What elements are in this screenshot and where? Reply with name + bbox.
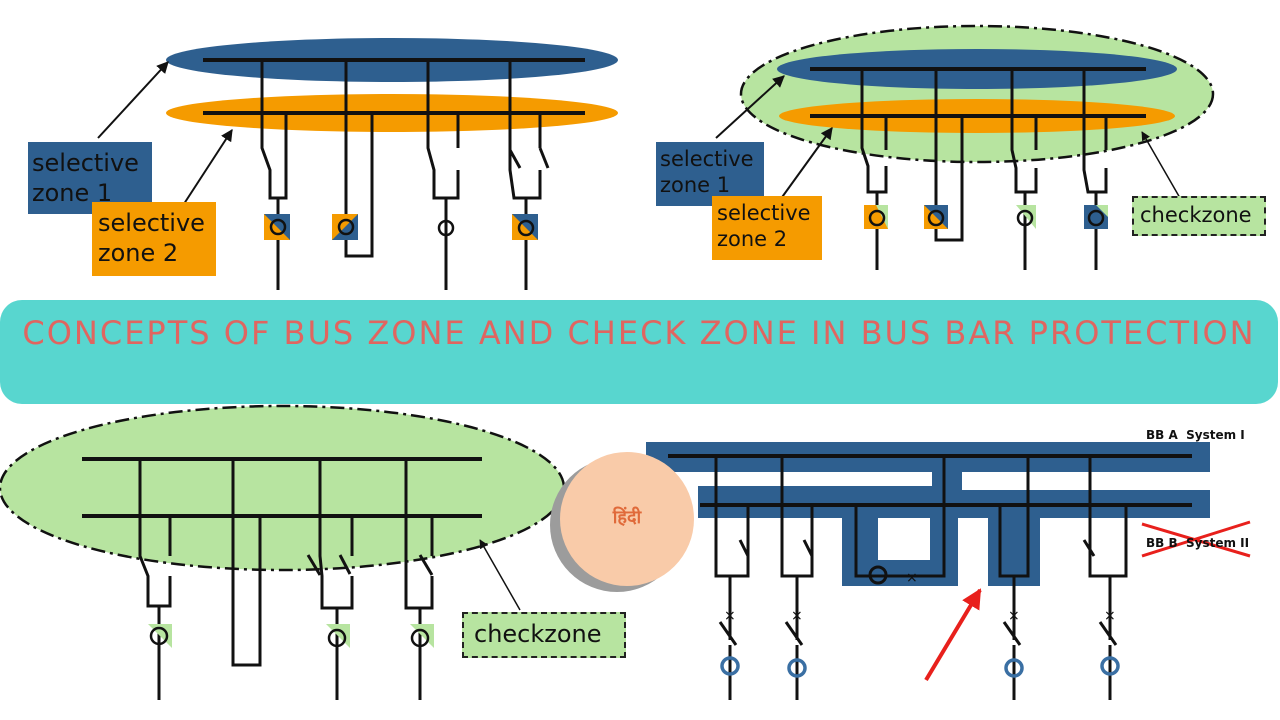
panel-top-right [715,24,1215,270]
strike-cross [1141,520,1251,558]
svg-text:×: × [906,570,918,586]
selective-zone-1-label-tr: selective zone 1 [656,142,764,206]
svg-text:×: × [1008,608,1020,624]
title-banner [0,300,1278,404]
bb-a-label: BB A System I [1146,428,1245,442]
checkzone-label-tr: checkzone [1132,196,1266,236]
bus-zone-blue-shape [646,442,1210,586]
arrow-zone2 [179,128,233,211]
bay-lines [260,60,550,290]
selective-zone-2-label: selective zone 2 [92,202,216,276]
bb-b-label: BB B System II [1146,536,1250,550]
checkzone-label-bl: checkzone [462,612,626,658]
arrow-zone1 [97,61,169,139]
svg-text:×: × [1104,608,1116,624]
selective-zone-1-label: selective zone 1 [28,142,152,214]
panel-top-left [97,38,618,290]
svg-text:×: × [724,608,736,624]
selective-zone-2-label-tr: selective zone 2 [712,196,822,260]
panel-bottom-right: × × × × × [646,442,1251,700]
checkzone-ellipse-bottom [0,404,566,572]
panel-bottom-left [0,404,566,700]
hindi-badge-label[interactable]: हिंदी [612,507,642,528]
svg-text:×: × [791,608,803,624]
hindi-badge[interactable] [560,452,694,586]
page-title: CONCEPTS OF BUS ZONE AND CHECK ZONE IN B… [22,314,1256,352]
ct-markers [264,214,538,240]
red-arrow [924,588,982,682]
checkzone-ellipse-top [739,24,1215,164]
